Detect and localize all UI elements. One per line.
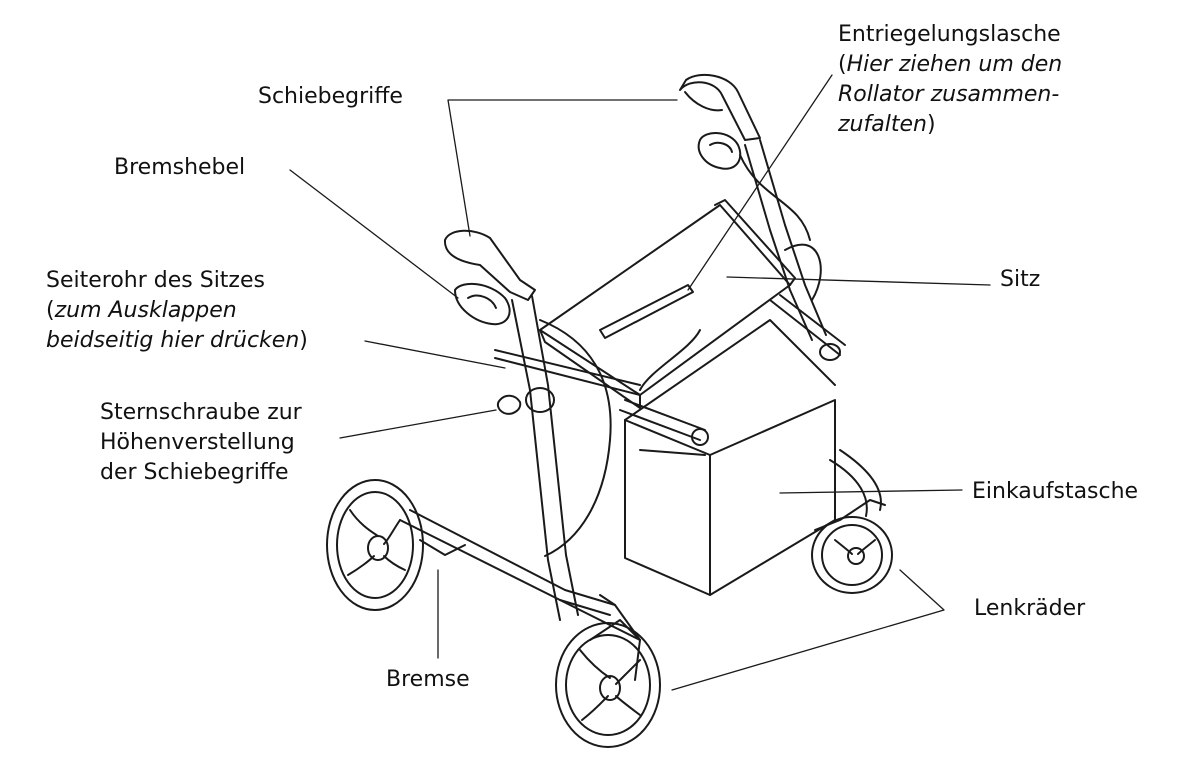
- label-seiterohr-line3-italic: beidseitig hier drücken: [46, 328, 300, 353]
- leader-entriegelung: [687, 74, 833, 291]
- label-entriegelung-line4: zufalten): [838, 110, 1062, 140]
- paren-close: ): [926, 112, 936, 137]
- label-seiterohr: Seiterohr des Sitzes (zum Ausklappen bei…: [46, 266, 308, 356]
- label-bremshebel: Bremshebel: [114, 153, 245, 183]
- label-entriegelung-line2-italic: Hier ziehen um den: [846, 52, 1063, 77]
- label-schiebegriffe: Schiebegriffe: [258, 82, 403, 112]
- right-rear-wheel: [811, 499, 893, 594]
- label-bremshebel-text: Bremshebel: [114, 155, 246, 180]
- label-seiterohr-line1: Seiterohr des Sitzes: [46, 268, 265, 293]
- label-sitz: Sitz: [1000, 265, 1040, 295]
- rollator-drawing: [326, 73, 893, 748]
- label-bremse-text: Bremse: [386, 667, 470, 692]
- leader-lenkraeder: [671, 569, 945, 691]
- label-sternschraube-line2: Höhenverstellung: [100, 430, 295, 455]
- left-front-wheel: [555, 619, 661, 748]
- leader-bremshebel: [289, 169, 459, 299]
- brake-cable: [539, 154, 811, 557]
- paren-open: (: [46, 298, 55, 323]
- leader-lines: [289, 74, 991, 691]
- label-sternschraube-line1: Sternschraube zur: [100, 400, 302, 425]
- left-upright: [496, 295, 579, 621]
- label-einkaufstasche: Einkaufstasche: [972, 477, 1138, 507]
- right-rear-frame: [744, 139, 882, 517]
- label-seiterohr-line3: beidseitig hier drücken): [46, 326, 308, 356]
- paren-open: (: [838, 52, 847, 77]
- seat-panel: [539, 199, 796, 409]
- label-sitz-text: Sitz: [1000, 267, 1041, 292]
- label-seiterohr-line2: (zum Ausklappen: [46, 296, 308, 326]
- paren-close: ): [299, 328, 308, 353]
- left-rear-wheel: [326, 479, 424, 611]
- leader-seiterohr: [364, 340, 506, 369]
- label-entriegelung-line3: Rollator zusammen-: [838, 82, 1060, 107]
- left-push-handle: [443, 229, 536, 326]
- leader-schiebegriffe: [447, 99, 678, 237]
- label-lenkraeder: Lenkräder: [974, 594, 1085, 624]
- label-sternschraube: Sternschraube zur Höhenverstellung der S…: [100, 398, 302, 488]
- leader-sitz: [726, 276, 991, 286]
- label-entriegelung-line4-italic: zufalten: [838, 112, 927, 137]
- label-entriegelung-line1: Entriegelungslasche: [838, 22, 1061, 47]
- label-einkaufstasche-text: Einkaufstasche: [972, 479, 1139, 504]
- label-sternschraube-line3: der Schiebegriffe: [100, 460, 289, 485]
- leader-sternschraube: [339, 409, 497, 439]
- shopping-bag-drawing: [624, 319, 836, 596]
- label-entriegelung: Entriegelungslasche (Hier ziehen um den …: [838, 20, 1062, 140]
- leader-einkaufstasche: [779, 489, 963, 494]
- label-entriegelung-line2: (Hier ziehen um den: [838, 50, 1062, 80]
- right-push-handle: [679, 73, 761, 170]
- label-seiterohr-line2-italic: zum Ausklappen: [54, 298, 237, 323]
- label-schiebegriffe-text: Schiebegriffe: [258, 84, 403, 109]
- label-lenkraeder-text: Lenkräder: [974, 596, 1086, 621]
- label-bremse: Bremse: [386, 665, 470, 695]
- bag-handle-tube: [619, 399, 709, 456]
- seat-side-tube: [494, 294, 846, 396]
- lower-frame: [399, 509, 641, 641]
